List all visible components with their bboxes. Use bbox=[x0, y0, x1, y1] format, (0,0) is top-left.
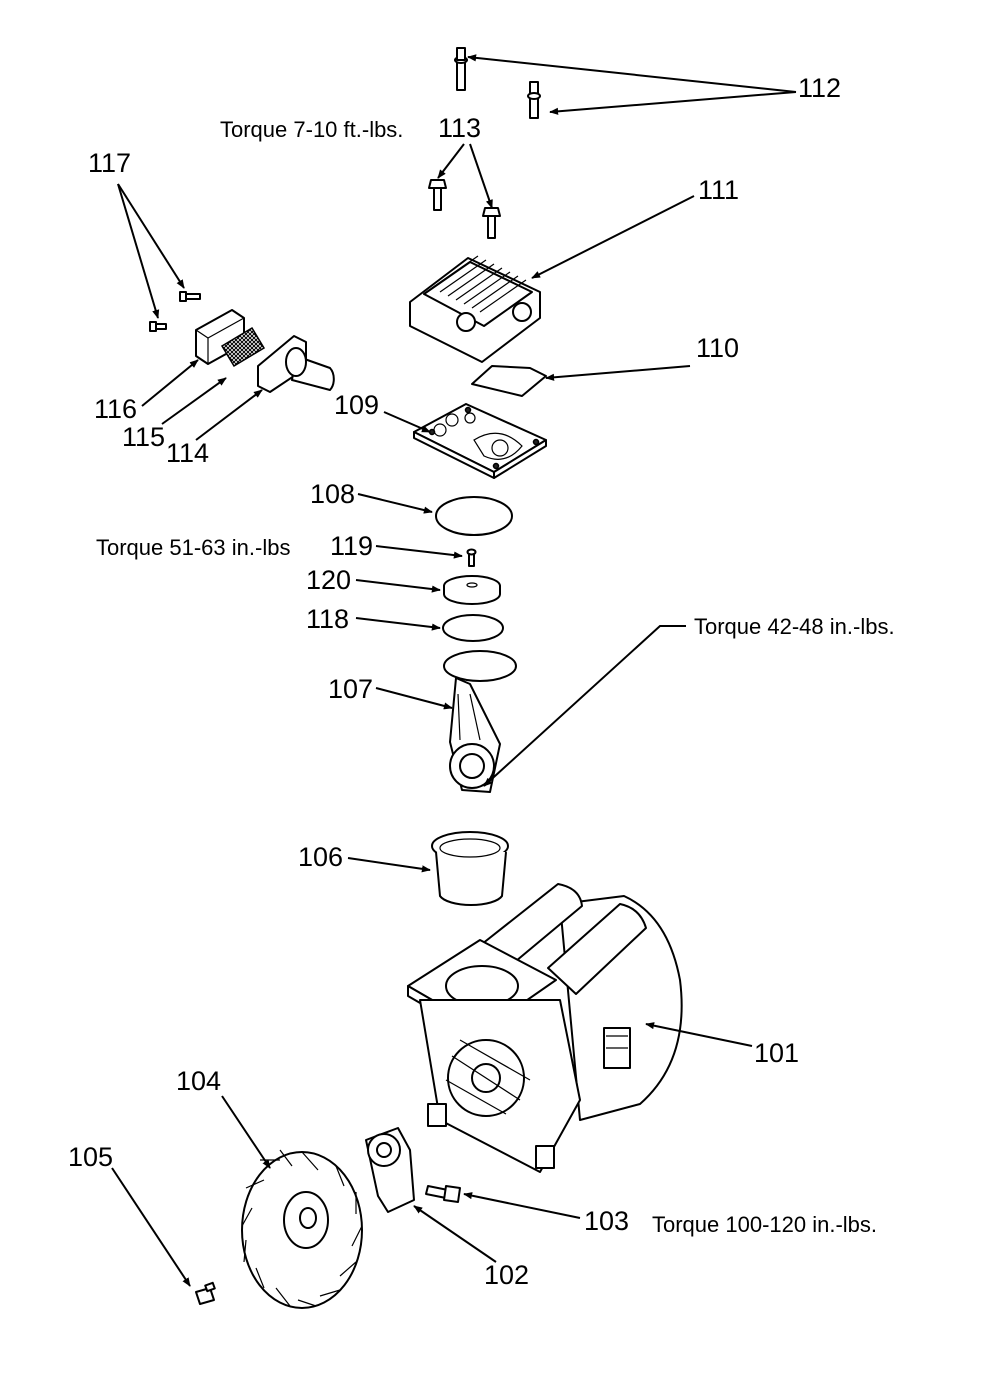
o-ring-part bbox=[435, 496, 513, 536]
callout-103: 103 bbox=[584, 1206, 629, 1236]
callout-104: 104 bbox=[176, 1066, 221, 1096]
filter-screw-part bbox=[149, 321, 167, 332]
piston-retainer-part bbox=[443, 575, 501, 605]
callout-118: 118 bbox=[306, 604, 349, 634]
callout-101: 101 bbox=[754, 1038, 799, 1068]
fan-bolt-part bbox=[195, 1281, 216, 1305]
callout-119: 119 bbox=[330, 531, 373, 561]
torque-note-rod-bolt: Torque 42-48 in.-lbs. bbox=[694, 614, 895, 639]
callout-102: 102 bbox=[484, 1260, 529, 1290]
eccentric-bolt-part bbox=[425, 1185, 461, 1203]
callout-116: 116 bbox=[94, 394, 137, 424]
torque-note-fan-bolt: Torque 100-120 in.-lbs. bbox=[652, 1212, 877, 1237]
piston-ring-part bbox=[442, 614, 504, 642]
filter-screw-part bbox=[179, 291, 201, 302]
cooling-fan-part bbox=[241, 1149, 363, 1309]
head-stud-part bbox=[527, 81, 541, 119]
cylinder-head-part bbox=[409, 255, 541, 363]
callout-113: 113 bbox=[438, 113, 481, 143]
callout-112: 112 bbox=[798, 73, 841, 103]
filter-housing-part bbox=[257, 335, 335, 393]
motor-crankcase-part bbox=[407, 883, 683, 1173]
head-bolt-part bbox=[428, 179, 447, 211]
cylinder-sleeve-part bbox=[431, 831, 509, 907]
filter-element-part bbox=[220, 326, 266, 368]
head-bolt-part bbox=[482, 207, 501, 239]
callout-105: 105 bbox=[68, 1142, 113, 1172]
callout-108: 108 bbox=[310, 479, 355, 509]
callout-115: 115 bbox=[122, 422, 165, 452]
callout-114: 114 bbox=[166, 438, 209, 468]
callout-117: 117 bbox=[88, 148, 131, 178]
eccentric-part bbox=[365, 1127, 415, 1213]
torque-note-head-bolts: Torque 7-10 ft.-lbs. bbox=[220, 117, 403, 142]
head-gasket-part bbox=[471, 365, 547, 397]
callout-120: 120 bbox=[306, 565, 351, 595]
connecting-rod-part bbox=[443, 650, 517, 793]
callout-110: 110 bbox=[696, 333, 739, 363]
retainer-screw-part bbox=[466, 548, 477, 567]
callout-106: 106 bbox=[298, 842, 343, 872]
callout-109: 109 bbox=[334, 390, 379, 420]
head-stud-part bbox=[454, 47, 468, 91]
leader-lines bbox=[111, 54, 797, 1287]
callout-111: 111 bbox=[698, 175, 739, 205]
callout-107: 107 bbox=[328, 674, 373, 704]
valve-plate-part bbox=[413, 403, 547, 479]
torque-note-valve-bolt: Torque 51-63 in.-lbs bbox=[96, 535, 290, 560]
